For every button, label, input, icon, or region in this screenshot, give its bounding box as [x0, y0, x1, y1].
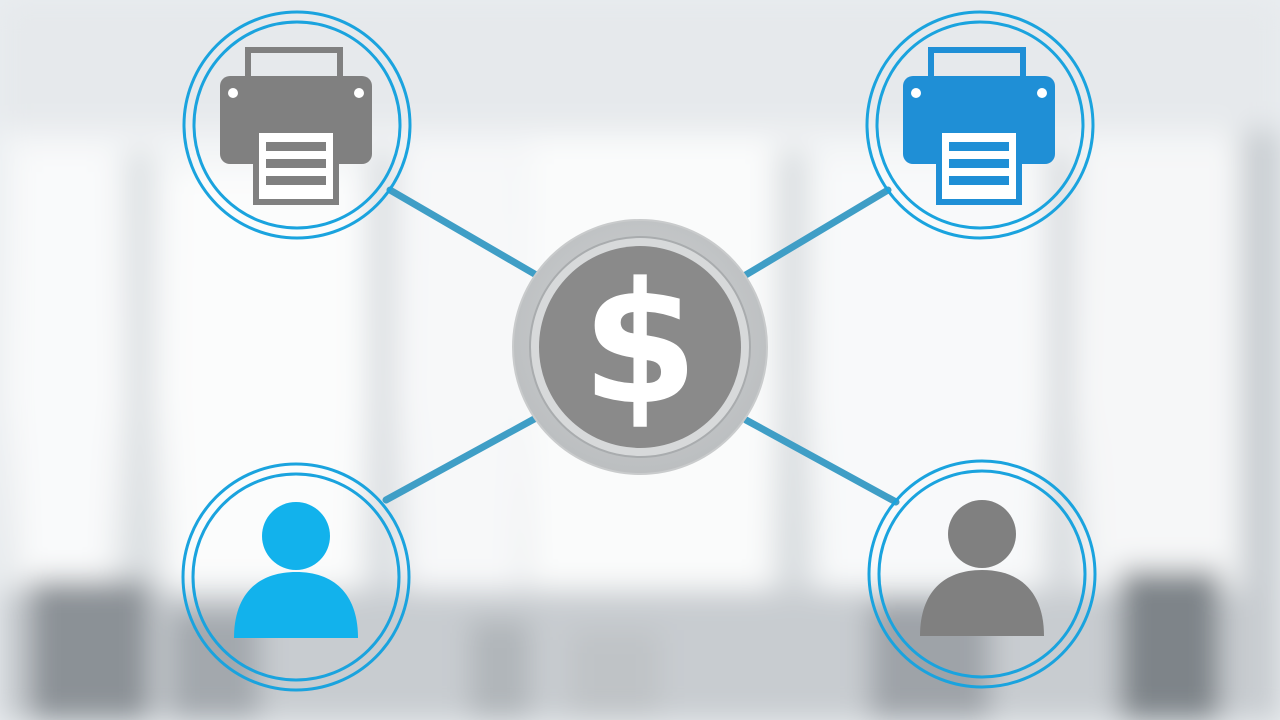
- connectors: [382, 186, 900, 506]
- node-printer-top-left: [182, 10, 412, 240]
- connector-top-left: [386, 186, 542, 280]
- center-dollar-node: $: [512, 219, 768, 475]
- node-user-bottom-left: [181, 462, 411, 692]
- dollar-icon: $: [582, 246, 699, 442]
- connector-bottom-right: [742, 416, 900, 506]
- printer-icon: [903, 47, 1055, 205]
- node-user-bottom-right: [867, 459, 1097, 689]
- user-icon: [920, 500, 1044, 636]
- user-icon: [234, 502, 358, 638]
- node-printer-top-right: [865, 10, 1095, 240]
- connector-bottom-left: [382, 414, 540, 504]
- connector-top-right: [740, 186, 892, 280]
- printer-icon: [220, 47, 372, 205]
